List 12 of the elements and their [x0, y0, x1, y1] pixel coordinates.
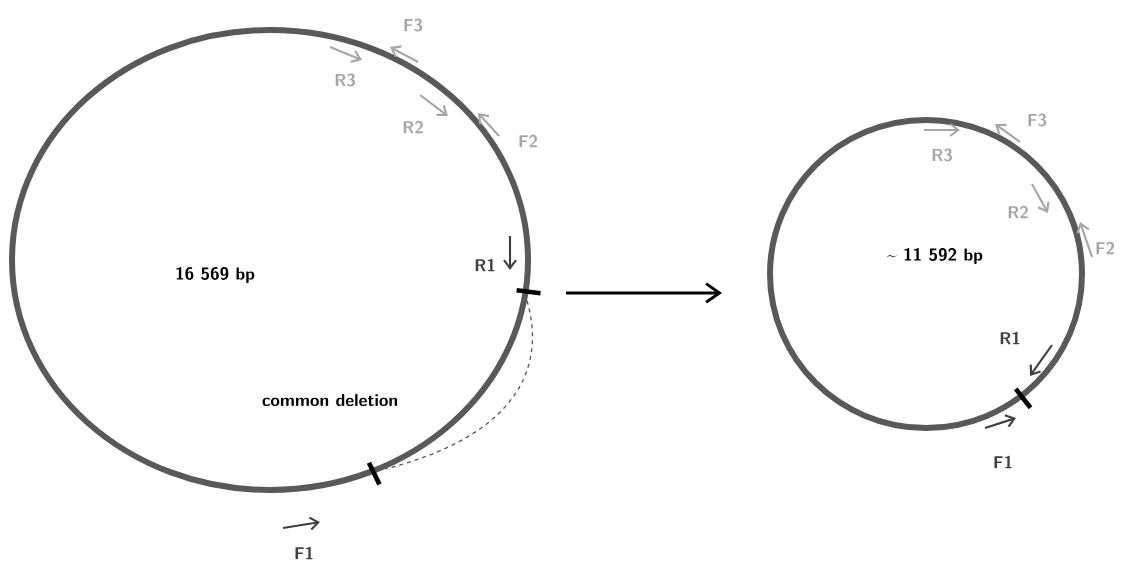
arrow [566, 282, 722, 304]
annotation: common deletion [262, 393, 398, 407]
primer-label: R3 [932, 148, 953, 162]
primer-label: R1 [475, 258, 495, 272]
primer-label: R2 [403, 120, 423, 134]
primer-label: R2 [1008, 205, 1028, 219]
primer-label: F2 [519, 134, 538, 148]
primer-label: R1 [1000, 331, 1020, 345]
primer-label: F1 [295, 546, 313, 560]
primer-label: R3 [335, 73, 356, 87]
primer-label: F3 [404, 18, 423, 32]
primer-label: F1 [994, 455, 1012, 469]
